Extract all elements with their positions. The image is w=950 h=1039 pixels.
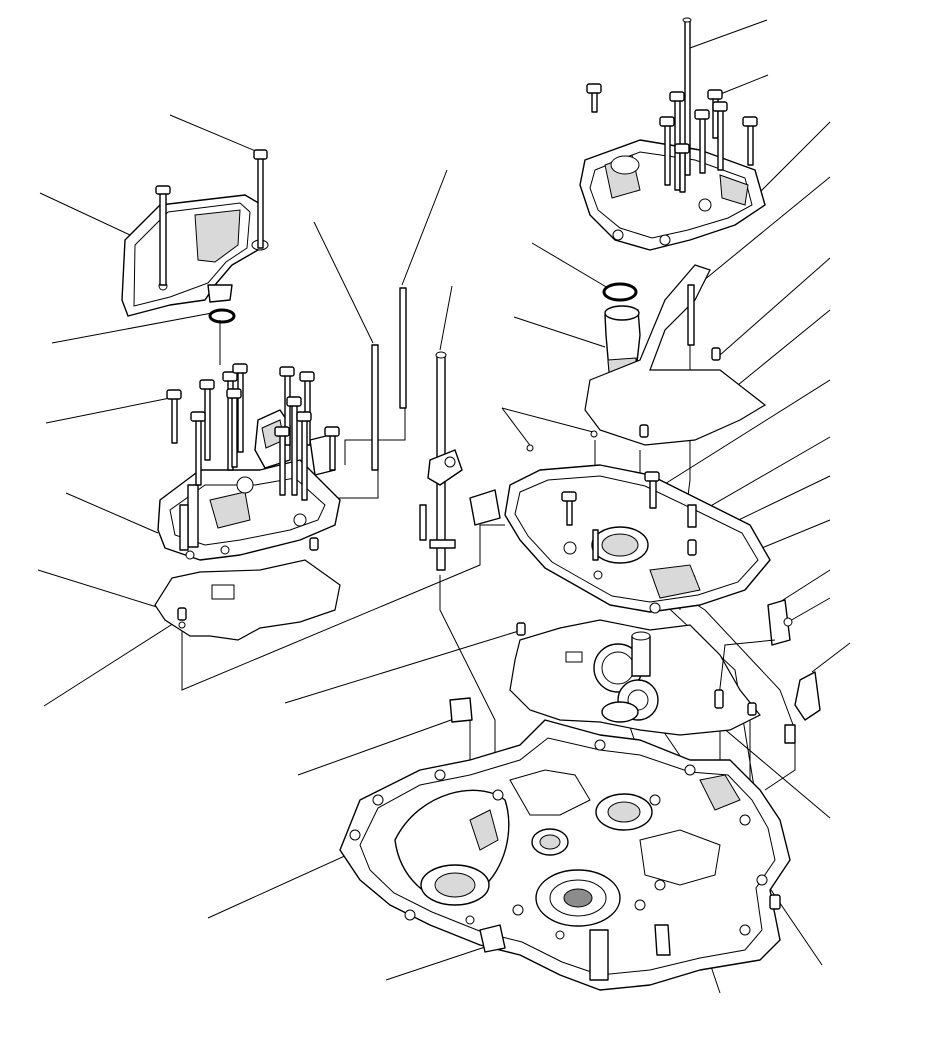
shaft (631, 635, 651, 677)
leader-line (51, 312, 213, 344)
leader-line (313, 221, 374, 344)
leader-line (37, 569, 161, 609)
o-ring (208, 308, 236, 324)
leader-line (759, 121, 831, 193)
leader-line (501, 407, 533, 449)
leader-line (501, 407, 594, 433)
valve-body-left (157, 363, 341, 561)
guide-line (181, 524, 505, 691)
pin (371, 344, 379, 471)
bracket (449, 697, 473, 723)
leader-line (284, 629, 523, 704)
separator-plate-left (154, 559, 341, 641)
leader-line (719, 257, 831, 356)
gear-set (593, 631, 659, 723)
leader-line (531, 242, 609, 289)
leader-line (385, 942, 498, 981)
separator-plate-right (584, 264, 767, 446)
transmission-housing (339, 719, 791, 991)
pin (399, 287, 407, 409)
leader-line (401, 169, 448, 286)
leader-line (811, 642, 851, 673)
o-ring (602, 282, 638, 302)
leader-line (717, 74, 769, 96)
leader-line (39, 192, 131, 236)
plate-window (565, 651, 583, 663)
valve-body-upper (579, 17, 766, 251)
main-valve-body (504, 464, 771, 614)
dowel-hole (178, 621, 186, 629)
pin (687, 284, 695, 346)
leader-line (297, 714, 466, 776)
dowel-pin (711, 347, 721, 361)
dowel-pin (639, 424, 649, 438)
leader-line (169, 114, 259, 153)
leader-line (697, 176, 831, 286)
sensor (784, 724, 796, 744)
shift-shaft (419, 351, 501, 571)
leader-line (659, 379, 831, 488)
leader-line (689, 19, 768, 49)
dowel-pin (516, 622, 526, 636)
leader-line (787, 597, 831, 623)
leader-line (439, 285, 453, 351)
dowel-pin (177, 607, 187, 621)
leader-line (737, 309, 831, 386)
dowel-pin (747, 702, 757, 716)
leader-line (65, 492, 159, 534)
drain-boss (589, 929, 609, 981)
leader-line (513, 316, 606, 348)
linkage-parts (449, 599, 821, 744)
plate-window (211, 584, 235, 600)
leader-line (43, 617, 183, 707)
leader-line (45, 397, 171, 424)
leader-line (694, 436, 831, 516)
leader-line (756, 519, 831, 551)
check-ball (526, 444, 534, 452)
guide-line (330, 470, 379, 499)
check-ball (590, 430, 598, 438)
oil-strainer (121, 149, 269, 324)
